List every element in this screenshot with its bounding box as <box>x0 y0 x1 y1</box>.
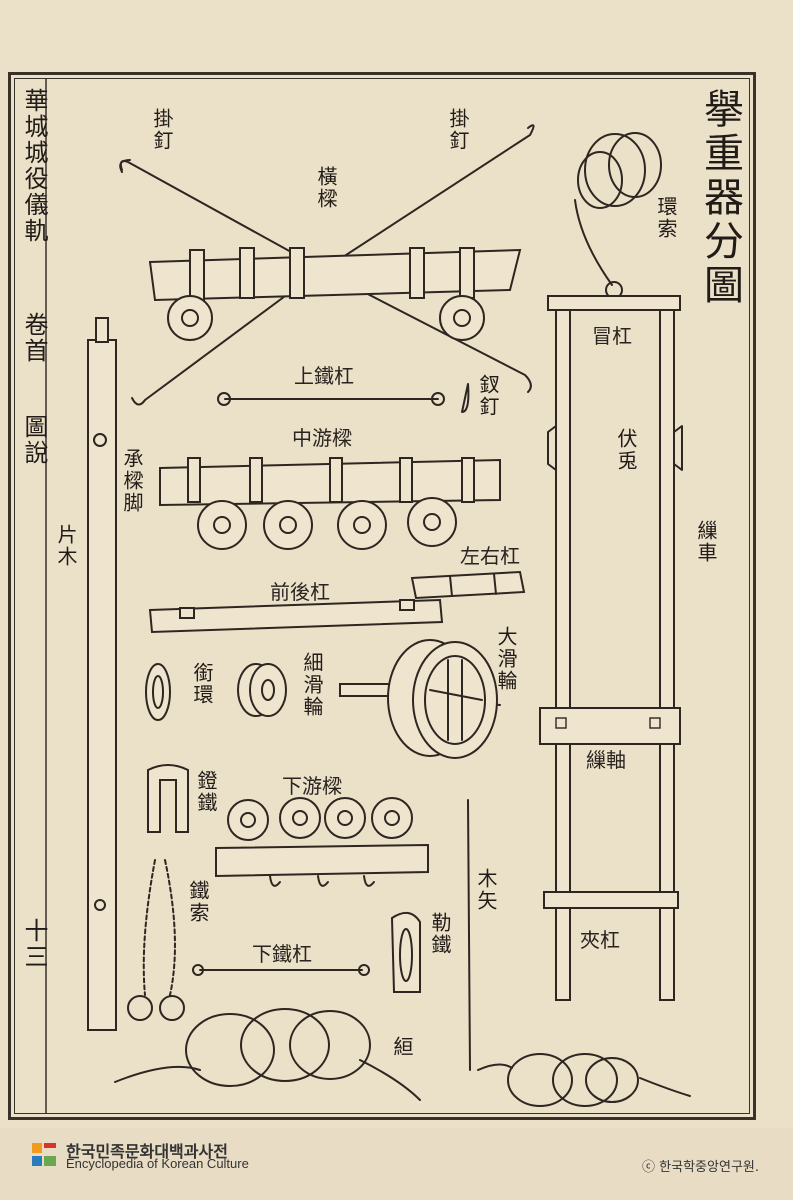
margin-book-title: 華城城役儀軌 <box>20 88 48 244</box>
beam-support-post <box>87 317 117 1031</box>
label-stirrup-iron: 鐙鐵 <box>194 770 218 814</box>
page-title: 擧重器分圖 <box>697 88 743 308</box>
footer-copyright: ⓒ 한국학중앙연구원. <box>642 1160 759 1175</box>
label-top-bar: 冒杠 <box>592 324 632 348</box>
label-lying-rabbit: 伏兎 <box>614 428 638 472</box>
label-iron-chain: 鐵索 <box>186 880 210 924</box>
encyclopedia-logo-icon <box>32 1143 56 1166</box>
bridle-iron-drawing <box>390 911 421 993</box>
footer-org-korean: 한국민족문화대백과사전 <box>66 1142 228 1161</box>
page-border-outer <box>8 72 756 1120</box>
label-upper-iron-bar: 上鐵杠 <box>294 364 354 388</box>
cross-beam-drawing <box>148 247 522 341</box>
label-lower-beam: 下游樑 <box>282 774 342 798</box>
label-hook-right: 掛釘 <box>446 108 470 152</box>
margin-volume: 卷首 <box>20 312 48 364</box>
rope-coil-left <box>114 1008 421 1101</box>
rope-coil-right <box>477 1053 691 1107</box>
lower-beam-drawing <box>215 797 429 887</box>
label-fork-nail: 釵釘 <box>476 374 500 418</box>
footer <box>0 1128 793 1200</box>
windlass-frame <box>539 295 683 1001</box>
wood-shaft-drawing <box>467 799 471 1071</box>
label-fb-bar: 前後杠 <box>270 580 330 604</box>
label-cross-beam: 橫樑 <box>314 166 338 210</box>
iron-chain-drawing <box>127 859 185 1021</box>
margin-section: 圖說 <box>20 414 48 466</box>
label-plank: 片木 <box>54 524 78 568</box>
bit-ring-drawing <box>145 663 171 721</box>
upper-iron-bar-drawing <box>217 383 470 413</box>
label-wood-shaft: 木矢 <box>474 868 498 912</box>
label-windlass: 繅車 <box>694 520 718 564</box>
label-bit-ring: 銜環 <box>190 662 214 706</box>
page-border-inner <box>14 78 750 1114</box>
stirrup-iron-drawing <box>147 764 189 833</box>
small-pulley-drawing <box>237 663 287 717</box>
label-rope: 絙 <box>390 1036 414 1058</box>
label-clamp-bar: 夾杠 <box>580 928 620 952</box>
lr-bar-drawing <box>410 570 526 600</box>
label-lr-bar: 左右杠 <box>460 544 520 568</box>
footer-org-english: Encyclopedia of Korean Culture <box>66 1156 249 1171</box>
big-pulley-drawing <box>339 639 501 759</box>
label-lower-iron-bar: 下鐵杠 <box>252 942 312 966</box>
margin-page-number: 十三 <box>20 918 48 970</box>
middle-beam-drawing <box>159 457 501 550</box>
label-bridle-iron: 勒鐵 <box>428 912 452 956</box>
fb-bar-drawing <box>148 598 444 634</box>
label-middle-beam: 中游樑 <box>292 426 352 450</box>
label-small-pulley: 細滑輪 <box>300 652 324 718</box>
label-hook-left: 掛釘 <box>150 108 174 152</box>
label-beam-support: 承樑脚 <box>120 448 144 514</box>
label-ring-rope: 環索 <box>654 196 678 240</box>
lower-iron-bar-drawing <box>192 964 370 976</box>
label-big-pulley: 大滑輪 <box>494 626 518 692</box>
label-windlass-axle: 繅軸 <box>586 748 626 772</box>
ring-rope-drawing <box>574 132 662 299</box>
